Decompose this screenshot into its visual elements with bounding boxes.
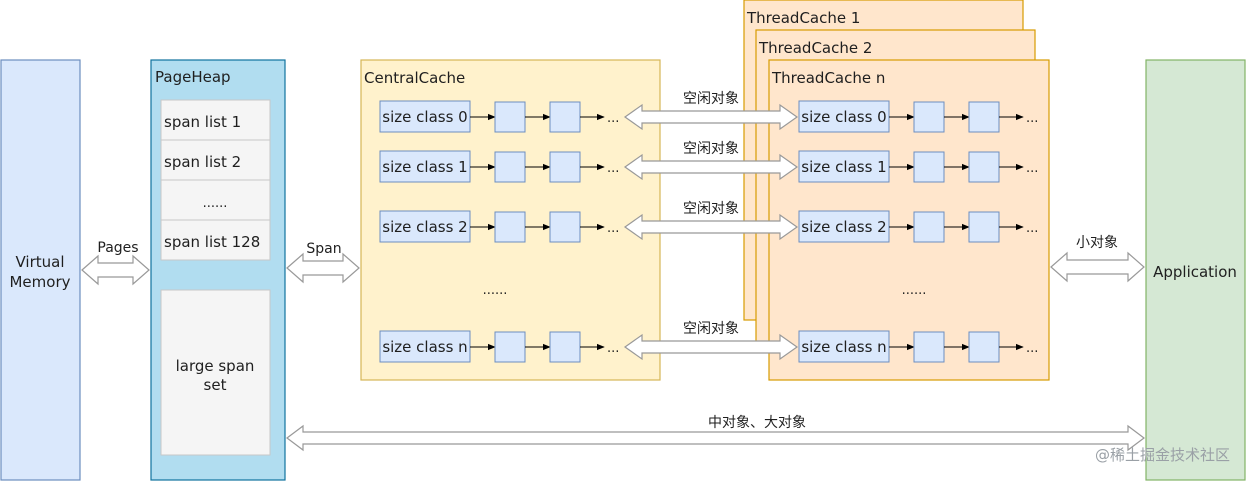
medium-large-arrow [286,424,1145,452]
list-continuation: ... [1026,341,1038,356]
object-node [494,211,526,243]
span-list-item: ...... [203,196,228,211]
span-arrow [286,252,360,284]
central-cache-title: CentralCache [364,69,465,87]
list-continuation: ... [607,111,619,126]
application-label: Application [1153,263,1237,281]
size-class-label: size class 2 [801,218,886,236]
free-objects-label: 空闲对象 [683,321,739,337]
list-continuation: ... [607,161,619,176]
size-class-label: size class 1 [801,158,886,176]
span-list-item: span list 1 [164,113,241,131]
thread-cache-row: size class n... [798,330,1038,363]
virtual-memory-label-2: Memory [9,273,70,291]
size-class-label: size class 2 [382,218,467,236]
object-node [494,151,526,183]
list-continuation: ... [1026,111,1038,126]
object-node [913,101,945,133]
object-node [549,331,581,363]
central-cache-ellipsis: ...... [483,283,508,298]
object-node [913,331,945,363]
object-node [549,101,581,133]
small-objects-label: 小对象 [1076,235,1118,251]
size-class-box [379,100,471,133]
large-span-set-label-2: set [204,376,227,394]
size-class-label: size class 0 [801,108,886,126]
virtual-memory-label: Virtual [15,253,64,271]
thread-cache-2-title: ThreadCache 2 [758,39,872,57]
size-class-label: size class n [382,338,467,356]
list-continuation: ... [1026,161,1038,176]
list-continuation: ... [607,221,619,236]
size-class-box [379,150,471,183]
span-list-item: span list 128 [164,233,260,251]
object-node [968,211,1000,243]
list-continuation: ... [1026,221,1038,236]
thread-cache-ellipsis: ...... [902,283,927,298]
free-objects-arrow [623,153,799,181]
size-class-box [798,100,890,133]
object-node [494,331,526,363]
thread-cache-row: size class 1... [798,150,1038,183]
medium-large-label: 中对象、大对象 [708,415,806,431]
pageheap-box: PageHeap span list 1 span list 2 ...... … [150,59,286,481]
size-class-box [798,330,890,363]
free-objects-arrow [623,333,799,361]
virtual-memory-box: Virtual Memory [0,59,81,481]
object-node [913,211,945,243]
large-span-set-label: large span [176,357,255,375]
thread-cache-1-title: ThreadCache 1 [746,9,860,27]
free-objects-label: 空闲对象 [683,201,739,217]
thread-cache-row: size class 2... [798,210,1038,243]
size-class-box [798,210,890,243]
thread-cache-row: size class 0... [798,100,1038,133]
large-span-set-box [160,289,271,456]
size-class-box [379,330,471,363]
span-label: Span [306,241,341,257]
small-objects-arrow [1050,251,1145,283]
list-continuation: ... [607,341,619,356]
object-node [494,101,526,133]
object-node [913,151,945,183]
watermark: @稀土掘金技术社区 [1095,446,1230,464]
object-node [549,211,581,243]
central-cache-row: size class 1... [379,150,619,183]
thread-cache-stack: ThreadCache 1 ThreadCache 2 ThreadCache … [743,0,1050,381]
size-class-label: size class 1 [382,158,467,176]
object-node [968,151,1000,183]
central-cache-row: size class 0... [379,100,619,133]
pages-arrow [81,254,150,286]
object-node [968,101,1000,133]
application-box: Application [1145,59,1246,481]
thread-cache-n-title: ThreadCache n [771,69,885,87]
object-node [968,331,1000,363]
span-list-item: span list 2 [164,153,241,171]
size-class-label: size class n [801,338,886,356]
free-objects-arrow [623,213,799,241]
object-node [549,151,581,183]
free-objects-label: 空闲对象 [683,141,739,157]
pageheap-title: PageHeap [155,68,231,86]
central-cache-row: size class 2... [379,210,619,243]
free-objects-label: 空闲对象 [683,91,739,107]
size-class-label: size class 0 [382,108,467,126]
free-objects-arrow [623,103,799,131]
pages-label: Pages [97,240,138,256]
central-cache-row: size class n... [379,330,619,363]
